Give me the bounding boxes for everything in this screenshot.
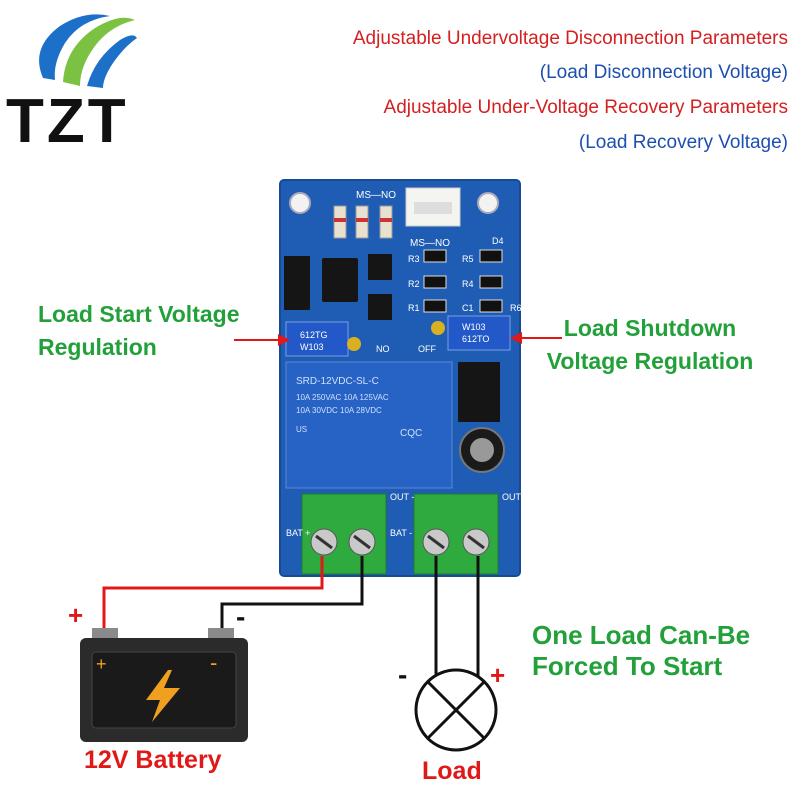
silk-r3: R3 [408, 254, 420, 264]
silk-bat-plus: BAT + [286, 528, 310, 538]
arrow-left-icon [510, 332, 522, 344]
battery-plus-mark: + [96, 654, 107, 674]
pot-right-screw-icon [431, 321, 445, 335]
silk-bat-minus: BAT - [390, 528, 412, 538]
battery-icon: + - [80, 628, 248, 742]
silk-out-plus: OUT + [502, 492, 529, 502]
relay-us: US [296, 425, 307, 434]
relay-spec-2: 10A 30VDC 10A 28VDC [296, 406, 382, 415]
load-start-label: Load Start Voltage Regulation [38, 298, 240, 364]
relay-spec-1: 10A 250VAC 10A 125VAC [296, 393, 389, 402]
silk-r5: R5 [462, 254, 474, 264]
ic-chip [322, 258, 358, 302]
arrow-right-icon [278, 334, 290, 346]
silk-r1: R1 [408, 303, 420, 313]
pot-left-code: 612TG [300, 330, 328, 340]
silk-ms-no-mid: MS—NO [410, 238, 450, 249]
battery-label: 12V Battery [84, 746, 222, 774]
forced-start-label-line2: Forced To Start [532, 651, 723, 681]
silk-c1: C1 [462, 303, 474, 313]
header-line-1: Adjustable Undervoltage Disconnection Pa… [352, 28, 788, 49]
load-shutdown-label-line2: Voltage Regulation [546, 348, 754, 374]
relay [285, 361, 453, 489]
silk-d4: D4 [492, 236, 504, 246]
pot-left-code-2: W103 [300, 342, 324, 352]
power-diode [458, 362, 500, 422]
load-shutdown-label-line1: Load Shutdown [563, 315, 737, 341]
transistor [368, 294, 392, 320]
pot-right-code-2: 612TO [462, 334, 489, 344]
pot-left-screw-icon [347, 337, 361, 351]
silk-off: OFF [418, 344, 436, 354]
load-start-label-line2: Regulation [38, 334, 157, 360]
pot-left [285, 321, 349, 357]
logo-text: TZT [6, 87, 129, 156]
battery-minus-label: - [236, 601, 245, 632]
silk-r4: R4 [462, 279, 474, 289]
lamp-icon [414, 668, 498, 752]
pcb-board [279, 179, 521, 577]
battery-plus-label: + [68, 600, 83, 630]
resistor-array [423, 249, 503, 313]
transistor [368, 254, 392, 280]
silk-ms-no-top: MS—NO [356, 190, 396, 201]
relay-cert: CQC [400, 428, 422, 439]
silk-out-minus: OUT - [390, 492, 414, 502]
voltage-regulator [284, 256, 310, 310]
load-plus-label: + [490, 660, 505, 690]
battery-minus-mark: - [210, 650, 217, 675]
load-start-label-line1: Load Start Voltage [38, 301, 240, 327]
wire-battery-negative [220, 556, 364, 628]
pot-right-code: W103 [462, 322, 486, 332]
forced-start-label-line1: One Load Can-Be [532, 620, 751, 650]
header-line-3: Adjustable Under-Voltage Recovery Parame… [383, 97, 788, 118]
silk-r6: R6 [510, 303, 522, 313]
forced-start-label: One Load Can-Be Forced To Start [532, 620, 750, 682]
logo-swoosh-icon [39, 14, 137, 88]
wire-battery-positive [102, 556, 324, 628]
silk-no: NO [376, 344, 390, 354]
load-minus-label: - [398, 659, 407, 690]
load-label: Load [422, 757, 482, 785]
pot-right [447, 315, 511, 351]
load-shutdown-label: Load Shutdown Voltage Regulation [532, 312, 768, 378]
mount-hole-icon [289, 192, 311, 214]
silk-r2: R2 [408, 279, 420, 289]
lightning-icon [146, 670, 180, 722]
tzt-logo: TZT [0, 0, 160, 156]
header-line-2: (Load Disconnection Voltage) [539, 62, 788, 83]
mount-hole-icon [477, 192, 499, 214]
relay-model: SRD-12VDC-SL-C [296, 376, 379, 387]
header-line-4: (Load Recovery Voltage) [578, 132, 788, 153]
